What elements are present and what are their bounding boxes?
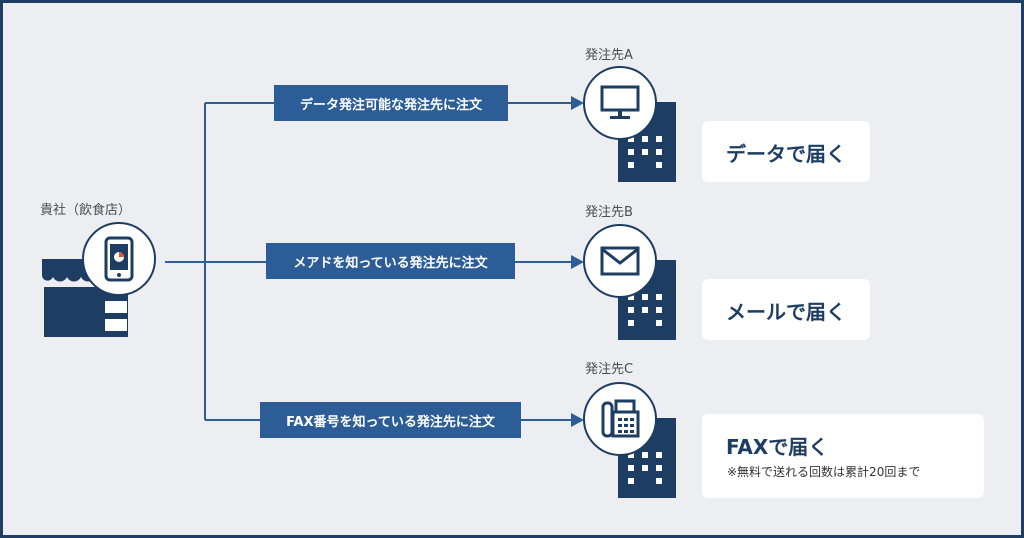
envelope-icon (600, 246, 640, 276)
supplier-b-caption: 発注先B (585, 205, 633, 220)
supplier-b-circle (583, 224, 657, 298)
store-smartphone-circle (82, 222, 156, 296)
delivery-c-bubble (702, 414, 984, 498)
fax-icon (601, 399, 640, 438)
route-b-label: メアドを知っている発注先に注文 (266, 243, 515, 279)
arrow-c-icon (571, 413, 584, 427)
arrow-b-icon (571, 255, 584, 269)
store-caption: 貴社（飲食店） (40, 203, 132, 218)
supplier-c-caption: 発注先C (585, 362, 634, 377)
delivery-b-text: メールで届く (726, 300, 846, 324)
delivery-c-note: ※無料で送れる回数は累計20回まで (727, 465, 921, 479)
supplier-c-circle (583, 382, 657, 456)
arrow-a-icon (571, 96, 584, 110)
delivery-a-text: データで届く (726, 142, 846, 166)
supplier-a-caption: 発注先A (585, 48, 633, 63)
monitor-icon (600, 85, 640, 119)
route-a-label: データ発注可能な発注先に注文 (274, 85, 508, 121)
delivery-b-bubble (702, 279, 870, 340)
delivery-a-bubble (702, 121, 870, 182)
supplier-a-circle (583, 66, 657, 140)
route-c-label: FAX番号を知っている発注先に注文 (260, 402, 521, 438)
smartphone-icon (104, 236, 134, 282)
delivery-c-text: FAXで届く (726, 435, 829, 459)
